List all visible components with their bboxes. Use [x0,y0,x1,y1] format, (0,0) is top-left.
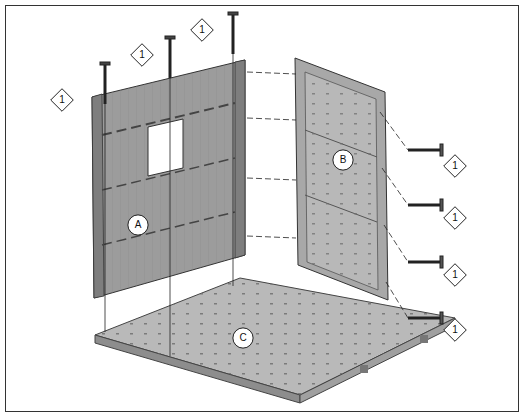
callout-diamond: 1 [130,43,154,67]
callout-number: 1 [452,270,458,280]
callout-number: 1 [199,25,205,35]
callout-number: 1 [59,95,65,105]
part-circle: A [127,214,149,236]
callout-number: 1 [452,213,458,223]
callout-diamond: 1 [443,318,467,342]
callout-diamond: 1 [50,88,74,112]
callout-number: 1 [452,325,458,335]
callout-diamond: 1 [443,263,467,287]
callout-diamond: 1 [443,154,467,178]
callout-number: 1 [452,161,458,171]
callout-number: 1 [139,50,145,60]
callout-diamond: 1 [190,18,214,42]
part-letter: A [135,220,142,230]
part-letter: B [340,155,347,165]
callout-diamond: 1 [443,206,467,230]
part-letter: C [239,333,246,343]
part-circle: B [332,149,354,171]
part-circle: C [232,327,254,349]
